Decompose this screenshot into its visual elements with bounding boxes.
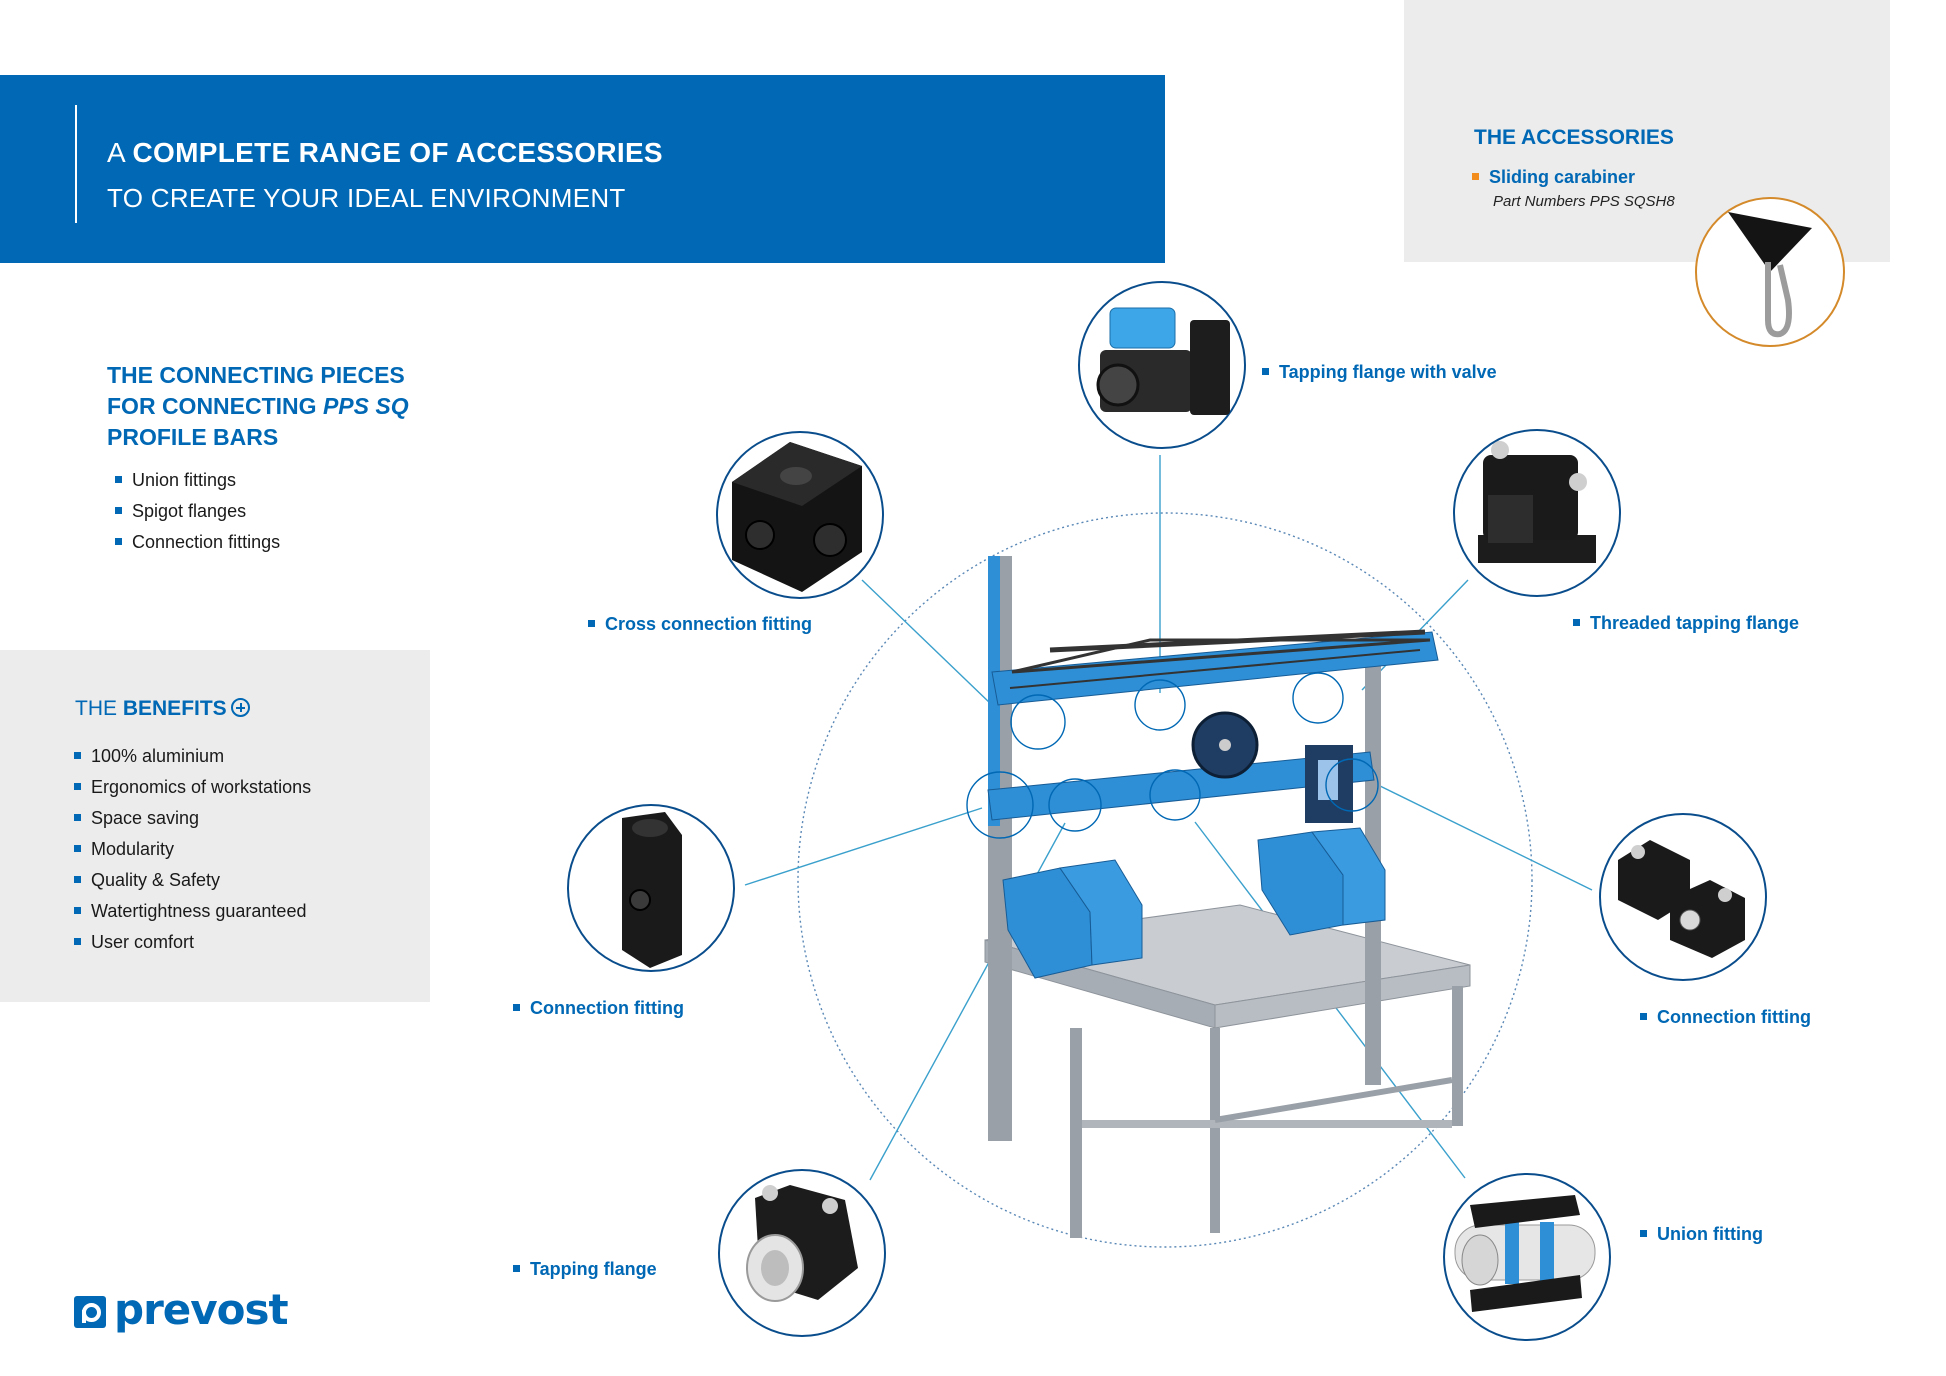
product-tapping-flange-valve — [1078, 281, 1246, 449]
hero-title: A COMPLETE RANGE OF ACCESSORIES — [107, 137, 663, 168]
callout-lines — [744, 455, 1593, 1181]
label-cross-connection-fitting: Cross connection fitting — [588, 614, 812, 635]
diagram-dotted-circle — [797, 512, 1533, 1248]
bullet-icon — [74, 782, 81, 790]
list-item: Space saving — [74, 808, 311, 839]
bullet-icon — [588, 619, 595, 627]
benefits-list: 100% aluminium Ergonomics of workstation… — [74, 746, 311, 963]
product-threaded-tapping-flange — [1453, 429, 1621, 597]
product-connection-fitting-left — [567, 804, 735, 972]
bullet-icon — [1640, 1012, 1647, 1020]
bullet-icon — [74, 906, 81, 914]
bullet-icon — [115, 506, 122, 514]
list-item: Modularity — [74, 839, 311, 870]
bullet-icon — [1262, 367, 1269, 375]
accessories-item: Sliding carabiner — [1472, 167, 1635, 188]
bullet-orange-icon — [1472, 172, 1479, 180]
bullet-icon — [115, 475, 122, 483]
bullet-icon — [74, 844, 81, 852]
plus-circle-icon — [230, 698, 250, 717]
list-item: Ergonomics of workstations — [74, 777, 311, 808]
hero-subtitle: TO CREATE YOUR IDEAL ENVIRONMENT — [107, 183, 626, 213]
label-tapping-flange-valve: Tapping flange with valve — [1262, 362, 1497, 383]
bullet-icon — [1573, 618, 1580, 626]
product-connection-fitting-right — [1599, 813, 1767, 981]
bullet-icon — [74, 751, 81, 759]
hero-banner: A COMPLETE RANGE OF ACCESSORIES TO CREAT… — [0, 75, 1165, 263]
list-item: Connection fittings — [115, 532, 280, 563]
workbench — [966, 556, 1471, 1238]
benefits-title: THE BENEFITS — [75, 696, 250, 721]
product-sliding-carabiner — [1695, 197, 1845, 347]
label-union-fitting: Union fitting — [1640, 1224, 1763, 1245]
label-threaded-tapping-flange: Threaded tapping flange — [1573, 613, 1799, 634]
product-cross-connection-fitting — [716, 431, 884, 599]
bullet-icon — [513, 1264, 520, 1272]
bullet-icon — [74, 875, 81, 883]
product-union-fitting — [1443, 1173, 1611, 1341]
list-item: Quality & Safety — [74, 870, 311, 901]
label-connection-fitting-left: Connection fitting — [513, 998, 684, 1019]
prevost-logo-icon — [74, 1296, 106, 1328]
list-item: User comfort — [74, 932, 311, 963]
hero-divider — [75, 105, 77, 223]
bullet-icon — [1640, 1229, 1647, 1237]
bullet-icon — [115, 537, 122, 545]
bullet-icon — [513, 1003, 520, 1011]
bullet-icon — [74, 813, 81, 821]
label-connection-fitting-right: Connection fitting — [1640, 1007, 1811, 1028]
accessories-title: THE ACCESSORIES — [1474, 126, 1674, 149]
connecting-pieces-title: THE CONNECTING PIECES FOR CONNECTING PPS… — [107, 362, 409, 450]
list-item: Spigot flanges — [115, 501, 280, 532]
prevost-logo: prevost — [74, 1285, 289, 1334]
list-item: Watertightness guaranteed — [74, 901, 311, 932]
list-item: Union fittings — [115, 470, 280, 501]
label-tapping-flange: Tapping flange — [513, 1259, 657, 1280]
accessories-part-numbers: Part Numbers PPS SQSH8 — [1493, 193, 1675, 210]
list-item: 100% aluminium — [74, 746, 311, 777]
bullet-icon — [74, 937, 81, 945]
connecting-pieces-list: Union fittings Spigot flanges Connection… — [115, 470, 280, 563]
benefits-panel: THE BENEFITS 100% aluminium Ergonomics o… — [0, 650, 430, 1002]
product-tapping-flange — [718, 1169, 886, 1337]
